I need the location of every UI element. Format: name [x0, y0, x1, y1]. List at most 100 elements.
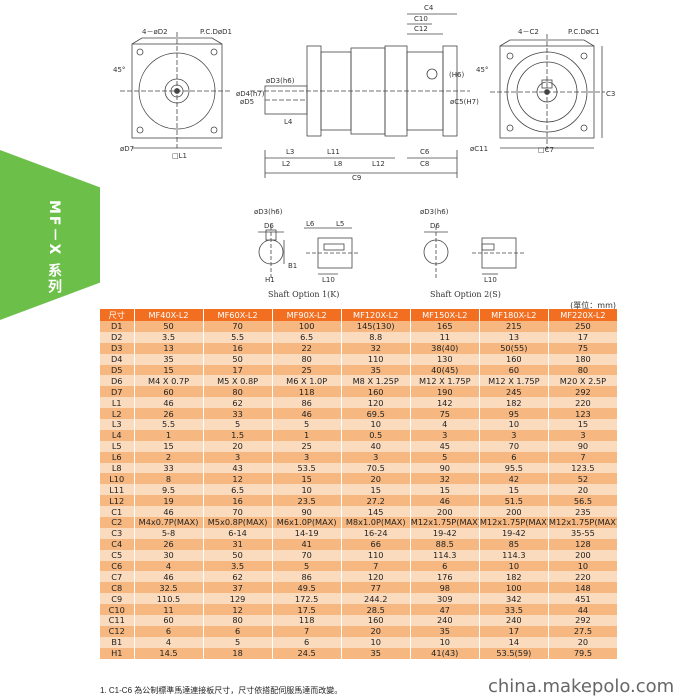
table-cell: 145	[341, 506, 411, 518]
table-cell: 180	[548, 353, 619, 365]
table-cell: 30	[134, 549, 204, 561]
table-row-label: L4	[100, 429, 135, 441]
shaft1-d3-label: øD3(h6)	[254, 208, 283, 216]
table-cell: 41(43)	[410, 647, 480, 659]
shaft2-l10-label: L10	[484, 276, 497, 284]
table-header-model: MF220X-L2	[548, 309, 619, 321]
table-cell: 16	[203, 342, 273, 354]
table-cell: 3.5	[203, 560, 273, 572]
table-cell: 32	[410, 473, 480, 485]
table-cell: 110	[341, 549, 411, 561]
table-cell: 77	[341, 582, 411, 594]
table-cell: 190	[410, 386, 480, 398]
table-cell: 37	[203, 582, 273, 594]
table-cell: 200	[410, 506, 480, 518]
side-d4-label: øD4(h7)	[236, 90, 265, 98]
table-cell: 200	[548, 549, 619, 561]
table-cell: 130	[410, 353, 480, 365]
table-cell: 5	[203, 419, 273, 430]
table-cell: 12	[203, 604, 273, 616]
table-row-label: C9	[100, 593, 135, 605]
table-cell: 46	[410, 495, 480, 507]
table-cell: 5.5	[203, 331, 273, 343]
table-header-model: MF150X-L2	[410, 309, 480, 321]
table-cell: 10	[410, 636, 480, 648]
table-row-label: D3	[100, 342, 135, 354]
table-cell: 70	[203, 506, 273, 518]
table-cell: 3	[341, 451, 411, 463]
table-row-label: L10	[100, 473, 135, 485]
shaft1-l6-label: L6	[306, 220, 315, 228]
table-cell: 17.5	[272, 604, 342, 616]
table-cell: 3.5	[134, 331, 204, 343]
side-l4-label: L4	[284, 118, 293, 126]
side-d5-label: øD5	[240, 98, 254, 106]
table-cell: 50	[203, 353, 273, 365]
table-row-label: H1	[100, 647, 135, 659]
table-cell: 62	[203, 397, 273, 409]
table-cell: 0.5	[341, 429, 411, 441]
table-cell: 17	[548, 331, 619, 343]
table-cell: 15	[410, 484, 480, 496]
table-cell: 27.5	[548, 625, 619, 637]
table-cell: 20	[548, 484, 619, 496]
table-cell: 10	[341, 636, 411, 648]
table-cell: 95.5	[479, 462, 549, 474]
table-cell: 22	[272, 342, 342, 354]
table-row-label: C10	[100, 604, 135, 616]
table-row-label: L12	[100, 495, 135, 507]
table-cell: 23.5	[272, 495, 342, 507]
table-cell: M6 X 1.0P	[272, 375, 342, 387]
table-cell: 235	[548, 506, 619, 518]
table-cell: M12 X 1.75P	[479, 375, 549, 387]
table-cell: 42	[479, 473, 549, 485]
table-cell: 15	[272, 473, 342, 485]
table-cell: 14.5	[134, 647, 204, 659]
table-cell: 240	[479, 615, 549, 626]
table-cell: 4	[410, 419, 480, 430]
table-cell: 80	[203, 386, 273, 398]
table-row-label: C6	[100, 560, 135, 572]
table-cell: 342	[479, 593, 549, 605]
table-cell: 53.5	[272, 462, 342, 474]
table-cell: 14	[479, 636, 549, 648]
table-row-label: D4	[100, 353, 135, 365]
table-cell: 1.5	[203, 429, 273, 441]
table-cell: 176	[410, 571, 480, 583]
table-cell: 215	[479, 321, 549, 332]
table-cell: 5-8	[134, 527, 204, 539]
table-cell: M8x1.0P(MAX)	[341, 517, 411, 528]
shaft-option-2-caption: Shaft Option 2(S)	[430, 290, 501, 299]
table-row-label: C5	[100, 549, 135, 561]
table-cell: 75	[548, 342, 619, 354]
table-cell: 40(45)	[410, 364, 480, 376]
table-cell: 5	[203, 636, 273, 648]
side-l12-label: L12	[372, 160, 385, 168]
table-cell: 79.5	[548, 647, 619, 659]
table-cell: 160	[341, 386, 411, 398]
table-cell: 33	[203, 408, 273, 420]
table-cell: 28.5	[341, 604, 411, 616]
table-cell: 172.5	[272, 593, 342, 605]
table-cell: 5	[272, 419, 342, 430]
table-cell: 3	[548, 429, 619, 441]
table-cell: 118	[272, 615, 342, 626]
table-row-label: L8	[100, 462, 135, 474]
table-header-model: MF90X-L2	[272, 309, 342, 321]
table-cell: 20	[548, 636, 619, 648]
shaft-option-2-drawing	[423, 226, 524, 278]
table-cell: 35-55	[548, 527, 619, 539]
